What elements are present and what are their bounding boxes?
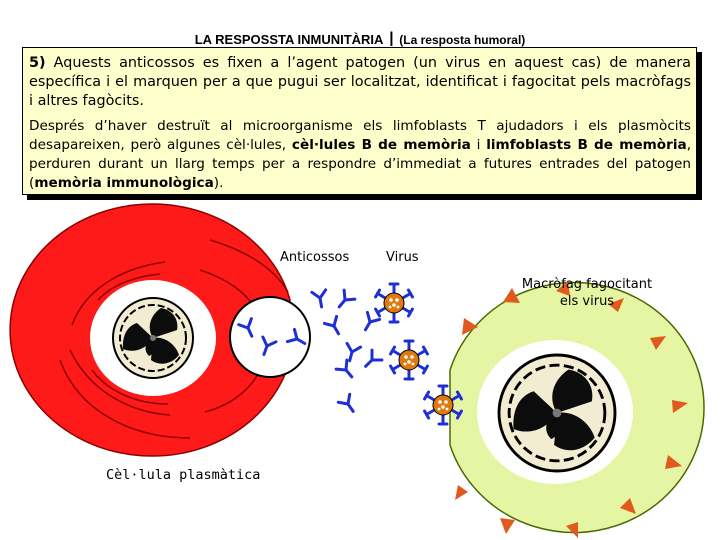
immunological-memory: memòria immunològica (34, 175, 214, 191)
antibody (322, 314, 347, 339)
memory-text-1: Després d’haver destruït al microorganis… (29, 118, 691, 153)
macrophage-spike (462, 318, 478, 335)
antibody (336, 392, 361, 417)
antibody (357, 310, 382, 335)
step-number: 5) (29, 55, 46, 71)
text-box: 5) Aquests anticossos es fixen a l’agent… (22, 47, 697, 195)
antibody (334, 358, 359, 383)
antibody (332, 288, 357, 313)
title-subtitle: (La resposta humoral) (399, 33, 526, 47)
virus-coated (376, 284, 413, 322)
memory-lymphoblasts: limfoblasts B de memòria (486, 137, 687, 153)
slide-title: LA RESPOSSTA INMUNITÀRIA I (La resposta hu… (0, 28, 720, 52)
memory-text-3: , perduren durant un llarg temps per a r… (29, 137, 692, 191)
antibody (359, 348, 384, 373)
paragraph-step-5: 5) Aquests anticossos es fixen a l’agent… (29, 54, 691, 111)
title-main: LA RESPOSSTA INMUNITÀRIA (194, 32, 384, 47)
macrophage (449, 281, 705, 538)
macrophage-spike (566, 522, 578, 538)
paragraph-memory: Després d’haver destruït al microorganis… (29, 117, 691, 193)
virus-coated (391, 341, 428, 379)
title-separator: I (388, 28, 395, 51)
label-virus: Virus (386, 250, 419, 265)
macrophage-spike (665, 455, 682, 469)
plasma-nucleus (112, 297, 194, 379)
label-plasma-cell: Cèl·lula plasmàtica (106, 467, 261, 483)
memory-text-4: ). (213, 175, 224, 191)
macrophage-spike (650, 336, 666, 350)
label-macrophage: Macròfag fagocitant els virus (521, 277, 653, 309)
memory-b-cells: cèl·lules B de memòria (291, 137, 471, 153)
secretory-vesicle (229, 296, 311, 378)
macrophage-spike (500, 518, 515, 534)
macrophage-spike (608, 298, 624, 312)
step-text: Aquests anticossos es fixen a l’agent pa… (29, 55, 691, 109)
macrophage-spike (503, 288, 520, 303)
macrophage-spike (455, 485, 468, 500)
memory-text-2: i (470, 137, 487, 153)
macrophage-spike (672, 400, 688, 413)
macrophage-spike (620, 498, 636, 514)
macrophage-nucleus (497, 353, 617, 473)
plasma-cell (9, 203, 311, 457)
label-antibodies: Anticossos (280, 250, 350, 265)
antibody (310, 288, 330, 310)
macrophage-spike (556, 281, 570, 296)
